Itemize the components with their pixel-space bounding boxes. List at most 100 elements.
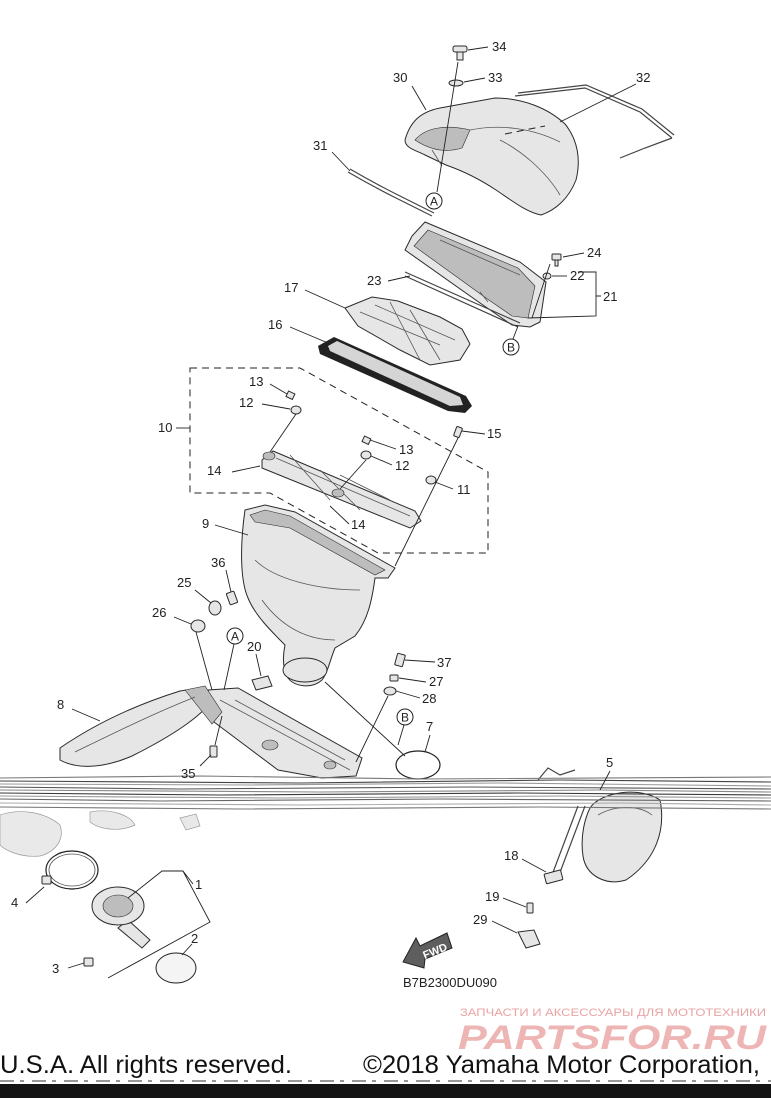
lower-case-hole-b — [323, 760, 337, 770]
leader-ref-b-upper — [512, 325, 519, 340]
part-4-clamp — [41, 850, 99, 890]
callout-23: 23 — [367, 273, 381, 288]
scan-line — [0, 789, 771, 793]
scan-line — [0, 806, 771, 810]
scan-line — [0, 775, 771, 780]
clamp-4-outer — [45, 850, 99, 890]
scan-line — [0, 798, 771, 802]
seal-23-line-a — [404, 271, 521, 324]
part-13-damper-upper — [285, 390, 296, 401]
ref-marker-a-upper: A — [425, 192, 443, 210]
leader-35-to-case — [214, 715, 223, 746]
ref-circle — [396, 708, 414, 726]
callout-30: 30 — [393, 70, 407, 85]
callout-34: 34 — [492, 39, 506, 54]
cover-plate-inner — [413, 229, 536, 319]
part-34-bolt — [452, 45, 468, 61]
callout-24: 24 — [587, 245, 601, 260]
part-28-grommet — [383, 686, 397, 696]
scan-line — [0, 779, 771, 784]
screw-24-head — [551, 253, 562, 261]
part-13-damper-lower — [361, 435, 372, 446]
lower-case-ribs — [219, 699, 351, 771]
scan-line — [0, 782, 771, 787]
leader-15 — [461, 430, 486, 435]
leader-11 — [434, 481, 454, 490]
part-16-air-filter — [318, 337, 472, 413]
part-11-collar — [425, 475, 437, 485]
ref-letter: B — [507, 341, 515, 355]
callout-16: 16 — [268, 317, 282, 332]
leader-33 — [463, 77, 486, 83]
callout-14-right: 14 — [351, 517, 365, 532]
callout-2: 2 — [191, 931, 198, 946]
leader-ref-a-upper — [436, 61, 459, 193]
grid-14-grommet-left — [262, 451, 276, 461]
callout-15: 15 — [487, 426, 501, 441]
part-29-clip — [517, 929, 541, 949]
air-box-snout — [282, 657, 328, 683]
footer-rights: U.S.A. All rights reserved. — [0, 1051, 292, 1079]
callout-8: 8 — [57, 697, 64, 712]
callout-13-lower: 13 — [399, 442, 413, 457]
callout-12-lower: 12 — [395, 458, 409, 473]
scan-artifact-band — [0, 775, 771, 810]
leader-16 — [289, 326, 329, 344]
bottom-scan-edge — [0, 1084, 771, 1098]
leader-31 — [331, 151, 351, 172]
part-2-ring — [155, 952, 197, 984]
leader-36 — [225, 569, 232, 593]
part-8-intake-duct — [59, 685, 223, 767]
part-19-screw — [526, 902, 534, 914]
frame-17-ribs — [359, 301, 456, 361]
leader-32 — [559, 83, 637, 123]
leader-lines — [25, 46, 637, 979]
leader-26-to-case — [195, 631, 213, 691]
part-15-screw — [453, 426, 463, 438]
leader-13-lower — [369, 439, 397, 450]
leader-5 — [599, 770, 611, 791]
duct-5-bracket — [537, 767, 576, 781]
ref-marker-b-upper: B — [502, 338, 520, 356]
leader-ref-b-lower — [397, 724, 405, 746]
leader-24 — [562, 252, 585, 258]
watermark-logo: PARTSFOR.RU — [458, 1019, 768, 1057]
callout-7: 7 — [426, 719, 433, 734]
callout-9: 9 — [202, 516, 209, 531]
part-9-air-box — [241, 504, 396, 687]
callout-1: 1 — [195, 877, 202, 892]
leader-19 — [502, 897, 527, 908]
callout-25: 25 — [177, 575, 191, 590]
leader-35 — [199, 754, 212, 767]
scan-line — [0, 802, 771, 806]
bolt-34-shank — [456, 51, 464, 61]
grid-14-grommet-right — [331, 488, 345, 498]
leader-37 — [404, 659, 436, 663]
callout-36: 36 — [211, 555, 225, 570]
leader-9 — [214, 524, 249, 536]
bolt-34-head — [452, 45, 468, 53]
part-18-pins — [551, 805, 586, 876]
duct-5-body — [581, 791, 663, 883]
callout-37: 37 — [437, 655, 451, 670]
part-36-bolt — [225, 590, 239, 606]
part-12-collar-lower — [360, 450, 372, 460]
kit-10-dashed-outline — [189, 367, 489, 554]
lower-case-hole-a — [261, 739, 279, 751]
leader-3 — [67, 962, 85, 969]
callout-labels: 34 33 30 32 31 24 22 21 23 17 16 13 12 1… — [11, 39, 650, 976]
ref-circle — [425, 192, 443, 210]
background-part-left — [0, 811, 62, 857]
ref-marker-b-lower: B — [396, 708, 414, 726]
callout-14-left: 14 — [207, 463, 221, 478]
part-31-seal — [347, 168, 435, 217]
seal-31-line-a — [347, 171, 433, 217]
background-grommet — [179, 813, 201, 831]
scan-line — [0, 795, 771, 799]
part-27-collar — [389, 674, 399, 682]
callout-22: 22 — [570, 268, 584, 283]
leader-13-upper — [269, 383, 288, 395]
seal-strip-line-a — [514, 87, 673, 139]
duct-8-body — [59, 687, 213, 767]
callout-17: 17 — [284, 280, 298, 295]
